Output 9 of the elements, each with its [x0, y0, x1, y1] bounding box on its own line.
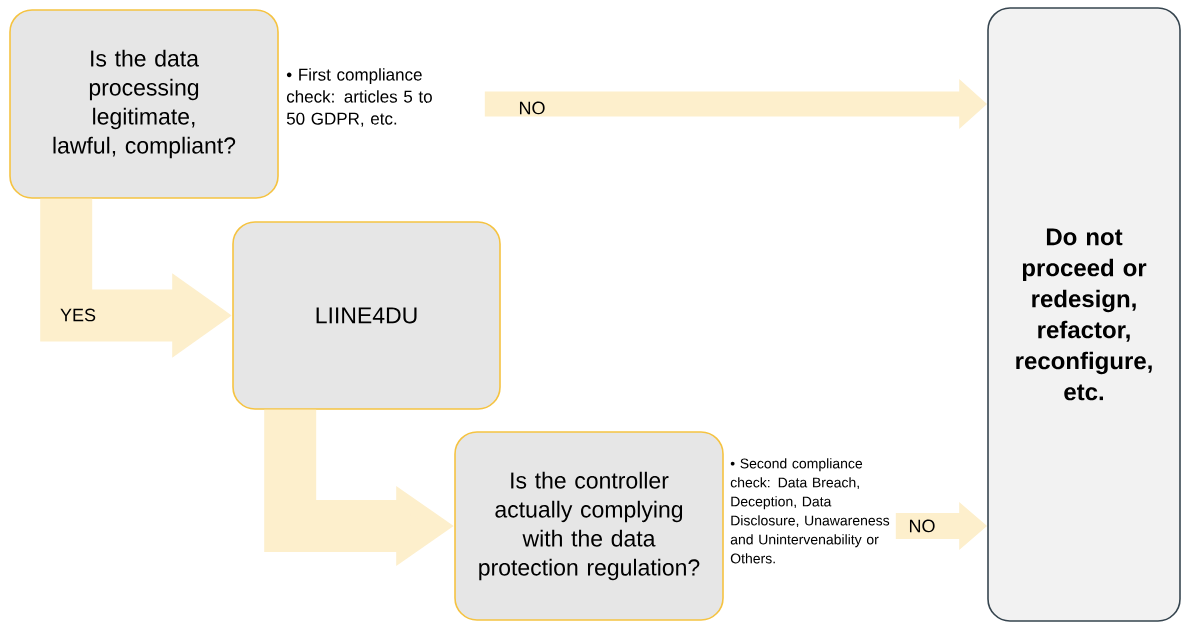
result-box: Do not proceed or redesign, refactor, reconfigure, etc. — [987, 7, 1181, 622]
edge-label: YES — [60, 308, 96, 322]
decision-box: Is the data processing legitimate, lawful, compliant? — [9, 9, 279, 199]
bullet-note: • First compliance check: articles 5 to 50 GDPR, etc. — [286, 68, 432, 127]
edge-label: NO — [520, 101, 545, 115]
edge-label: NO — [910, 519, 935, 533]
bullet-note: • Second compliance check: Data Breach, Deception, Data Disclosure, Unawareness and Unintervenability or Others. — [730, 458, 890, 564]
decision-box: Is the controller actually complying with the data protection regulation? — [454, 431, 724, 621]
process-box: LIINE4DU — [232, 221, 501, 410]
